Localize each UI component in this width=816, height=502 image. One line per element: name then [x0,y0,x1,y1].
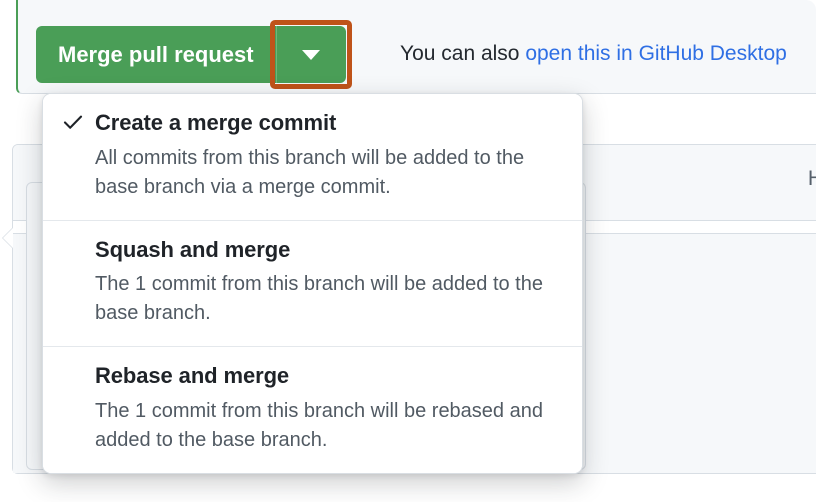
merge-method-menu: Create a merge commit All commits from t… [42,93,583,474]
merge-pull-request-button[interactable]: Merge pull request [36,26,276,83]
menu-item-rebase-and-merge[interactable]: Rebase and merge The 1 commit from this … [43,346,582,473]
menu-item-title: Rebase and merge [95,363,290,389]
merge-dropdown-toggle[interactable] [275,26,346,83]
open-in-github-desktop-link[interactable]: open this in GitHub Desktop [525,42,787,65]
conversation-header-text: H [807,167,816,190]
merge-dropdown-wrapper [269,20,352,89]
menu-item-description: The 1 commit from this branch will be re… [95,399,543,451]
menu-item-title: Squash and merge [95,236,291,262]
menu-item-create-merge-commit[interactable]: Create a merge commit All commits from t… [43,94,582,220]
merge-button-group: Merge pull request [36,20,352,89]
chevron-down-icon [302,49,321,60]
card-caret-icon [3,227,14,249]
menu-item-description: All commits from this branch will be add… [95,146,525,198]
also-text-prefix: You can also [400,42,526,65]
also-text: You can also open this in GitHub Desktop [400,42,787,66]
menu-item-description: The 1 commit from this branch will be ad… [95,273,543,325]
menu-item-squash-and-merge[interactable]: Squash and merge The 1 commit from this … [43,219,582,347]
check-icon [61,110,85,134]
menu-item-title: Create a merge commit [95,110,337,135]
